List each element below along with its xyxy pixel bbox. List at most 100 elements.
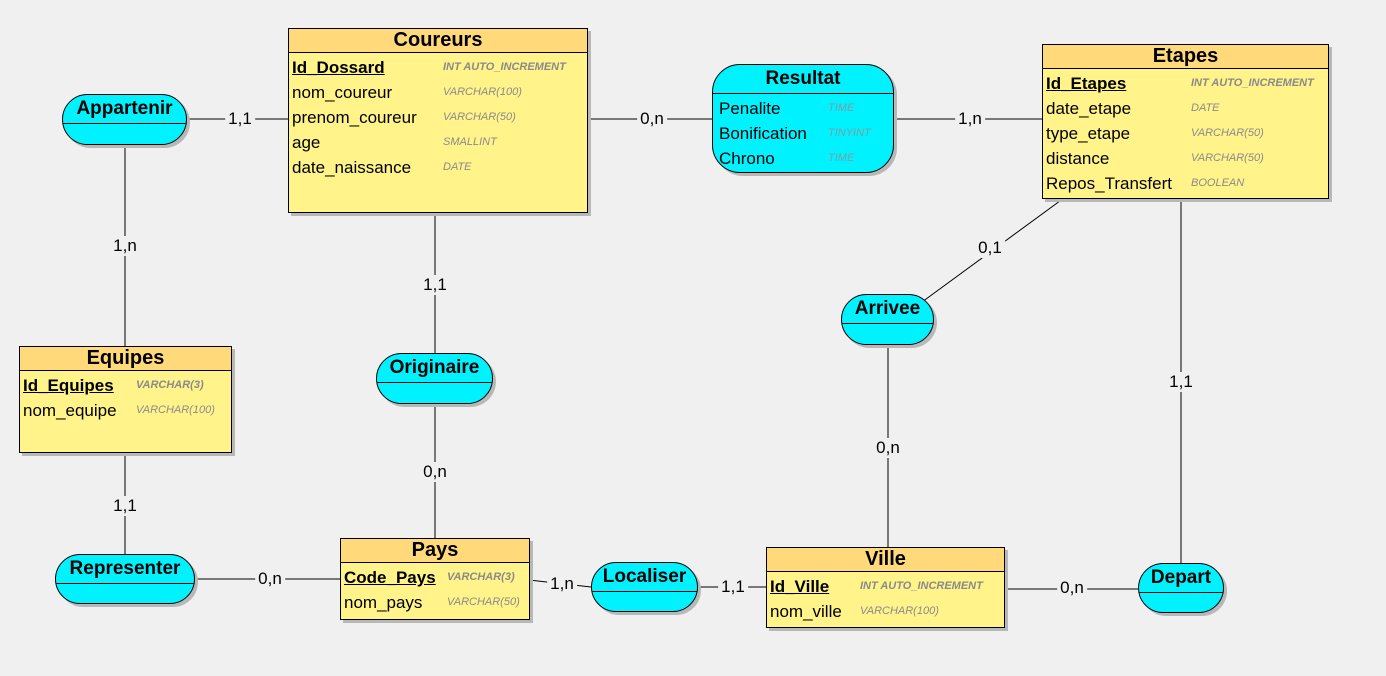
entity-etapes[interactable]: Etapes Id_Etapes INT AUTO_INCREMENT date_… <box>1042 44 1329 199</box>
attribute-list: Id_Etapes INT AUTO_INCREMENT date_etape DA… <box>1043 69 1328 196</box>
cardinality-localiser-pays: 1,n <box>547 574 577 594</box>
association-depart[interactable]: Depart <box>1138 563 1224 613</box>
attribute-name: nom_equipe <box>23 401 117 420</box>
attribute-row: Repos_Transfert BOOLEAN <box>1043 171 1328 196</box>
attribute-name: age <box>292 133 321 152</box>
attribute-type: INT AUTO_INCREMENT <box>443 61 566 73</box>
attribute-type: TIME <box>828 152 855 164</box>
attribute-name: prenom_coureur <box>292 108 417 127</box>
attribute-row: type_etape VARCHAR(50) <box>1043 121 1328 146</box>
attribute-type: VARCHAR(100) <box>443 86 522 98</box>
attribute-name: Id_Dossard <box>292 58 385 77</box>
attribute-list: Id_Dossard INT AUTO_INCREMENT nom_coureur… <box>289 53 587 180</box>
attribute-type: SMALLINT <box>443 136 497 148</box>
attribute-row: nom_equipe VARCHAR(100) <box>20 398 231 423</box>
attribute-type: INT AUTO_INCREMENT <box>860 580 983 592</box>
attribute-type: VARCHAR(50) <box>447 596 520 608</box>
attribute-name: nom_coureur <box>292 83 393 102</box>
attribute-name: type_etape <box>1046 124 1131 143</box>
association-title: Depart <box>1139 564 1223 593</box>
attribute-row: date_naissance DATE <box>289 155 587 180</box>
attribute-list: Id_Ville INT AUTO_INCREMENT nom_ville VARC… <box>767 572 1004 624</box>
attribute-row: Penalite TIME <box>713 96 893 121</box>
attribute-type: VARCHAR(50) <box>1191 152 1264 164</box>
cardinality-appartenir-equipes: 1,n <box>110 236 140 256</box>
attribute-name: Id_Etapes <box>1046 74 1127 93</box>
attribute-type: INT AUTO_INCREMENT <box>1191 77 1314 89</box>
association-representer[interactable]: Representer <box>55 554 195 604</box>
association-title: Localiser <box>592 563 697 592</box>
attribute-row: nom_pays VARCHAR(50) <box>341 590 529 615</box>
cardinality-representer-pays: 0,n <box>255 569 285 589</box>
association-title: Resultat <box>713 65 893 94</box>
attribute-row: prenom_coureur VARCHAR(50) <box>289 105 587 130</box>
attribute-type: DATE <box>1191 102 1220 114</box>
cardinality-resultat-coureurs: 0,n <box>637 109 667 129</box>
attribute-row: nom_coureur VARCHAR(100) <box>289 80 587 105</box>
cardinality-resultat-etapes: 1,n <box>955 109 985 129</box>
association-title: Arrivee <box>842 295 933 324</box>
attribute-name: Bonification <box>719 124 807 143</box>
attribute-name: date_naissance <box>292 158 412 177</box>
association-title: Appartenir <box>63 95 186 124</box>
cardinality-depart-ville: 0,n <box>1057 578 1087 598</box>
entity-title: Equipes <box>20 347 231 371</box>
attribute-type: VARCHAR(3) <box>136 379 204 391</box>
attribute-row: Id_Ville INT AUTO_INCREMENT <box>767 574 1004 599</box>
entity-title: Ville <box>767 548 1004 572</box>
attribute-type: VARCHAR(50) <box>443 111 516 123</box>
attribute-name: Id_Ville <box>770 577 830 596</box>
attribute-row: Id_Etapes INT AUTO_INCREMENT <box>1043 71 1328 96</box>
cardinality-originaire-coureurs: 1,1 <box>420 275 450 295</box>
cardinality-localiser-ville: 1,1 <box>718 577 748 597</box>
attribute-name: nom_pays <box>344 593 423 612</box>
attribute-row: Id_Equipes VARCHAR(3) <box>20 373 231 398</box>
cardinality-appartenir-coureurs: 1,1 <box>225 109 255 129</box>
attribute-list: Code_Pays VARCHAR(3) nom_pays VARCHAR(50) <box>341 563 529 615</box>
association-appartenir[interactable]: Appartenir <box>62 94 187 145</box>
attribute-row: distance VARCHAR(50) <box>1043 146 1328 171</box>
association-originaire[interactable]: Originaire <box>376 353 493 404</box>
attribute-name: Chrono <box>719 149 775 168</box>
entity-ville[interactable]: Ville Id_Ville INT AUTO_INCREMENT nom_vil… <box>766 547 1005 628</box>
cardinality-representer-equipes: 1,1 <box>110 496 140 516</box>
attribute-row: age SMALLINT <box>289 130 587 155</box>
entity-coureurs[interactable]: Coureurs Id_Dossard INT AUTO_INCREMENT no… <box>288 28 588 213</box>
attribute-name: Penalite <box>719 99 781 118</box>
cardinality-arrivee-etapes: 0,1 <box>975 238 1005 258</box>
attribute-type: VARCHAR(3) <box>447 571 515 583</box>
attribute-name: date_etape <box>1046 99 1132 118</box>
attribute-row: Chrono TIME <box>713 146 893 171</box>
attribute-name: Code_Pays <box>344 568 436 587</box>
cardinality-depart-etapes: 1,1 <box>1166 372 1196 392</box>
association-localiser[interactable]: Localiser <box>591 562 698 612</box>
attribute-type: VARCHAR(50) <box>1191 127 1264 139</box>
entity-title: Coureurs <box>289 29 587 53</box>
attribute-name: nom_ville <box>770 602 842 621</box>
attribute-row: Code_Pays VARCHAR(3) <box>341 565 529 590</box>
attribute-type: VARCHAR(100) <box>860 605 939 617</box>
entity-title: Etapes <box>1043 45 1328 69</box>
entity-equipes[interactable]: Equipes Id_Equipes VARCHAR(3) nom_equipe V… <box>19 346 232 453</box>
cardinality-originaire-pays: 0,n <box>420 462 450 482</box>
association-title: Originaire <box>377 354 492 383</box>
association-title: Representer <box>56 555 194 584</box>
attribute-name: distance <box>1046 149 1110 168</box>
attribute-type: VARCHAR(100) <box>136 404 215 416</box>
attribute-type: BOOLEAN <box>1191 177 1245 189</box>
attribute-name: Id_Equipes <box>23 376 114 395</box>
attribute-type: DATE <box>443 161 472 173</box>
association-arrivee[interactable]: Arrivee <box>841 294 934 345</box>
attribute-row: nom_ville VARCHAR(100) <box>767 599 1004 624</box>
entity-title: Pays <box>341 539 529 563</box>
attribute-list: Id_Equipes VARCHAR(3) nom_equipe VARCHAR(1… <box>20 371 231 423</box>
entity-pays[interactable]: Pays Code_Pays VARCHAR(3) nom_pays VARCHAR… <box>340 538 530 620</box>
attribute-row: date_etape DATE <box>1043 96 1328 121</box>
attribute-name: Repos_Transfert <box>1046 174 1172 193</box>
cardinality-arrivee-ville: 0,n <box>873 438 903 458</box>
attribute-type: TIME <box>828 102 855 114</box>
